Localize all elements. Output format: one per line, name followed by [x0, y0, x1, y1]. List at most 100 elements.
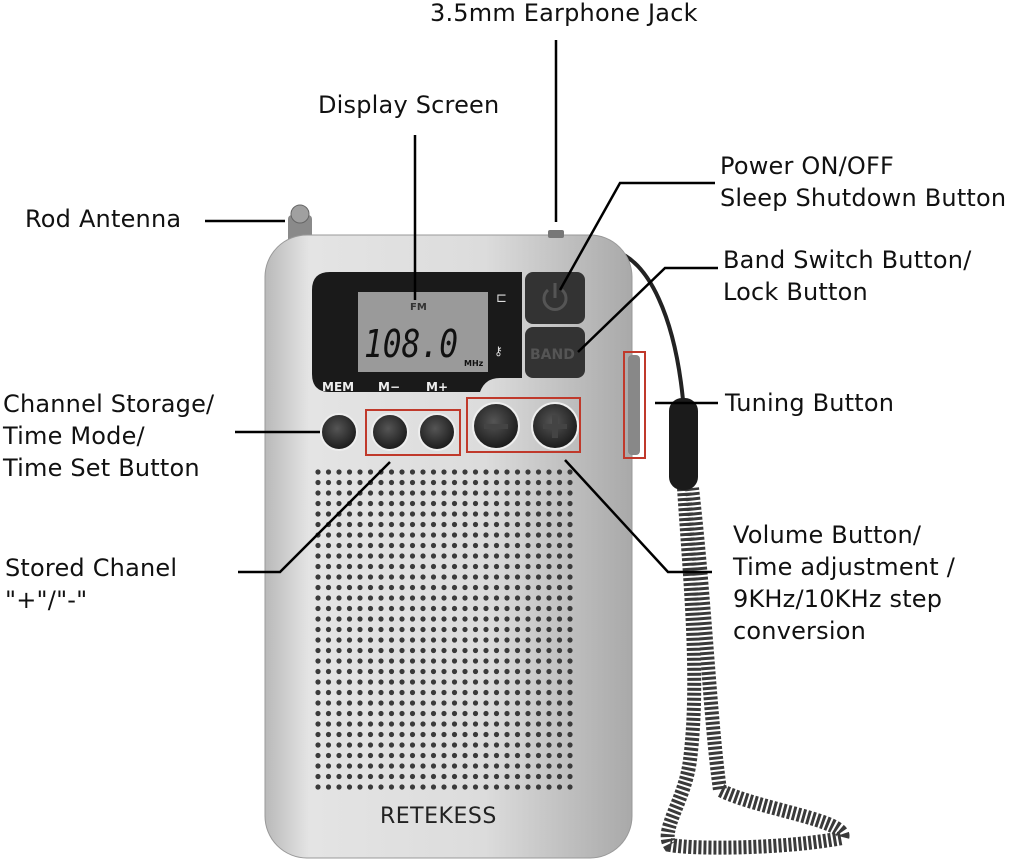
speaker-hole [567, 563, 573, 570]
mem-button[interactable] [320, 413, 358, 451]
speaker-hole [462, 584, 468, 591]
speaker-hole [357, 521, 363, 528]
speaker-hole [315, 584, 321, 591]
speaker-hole [336, 710, 342, 717]
speaker-hole [325, 742, 332, 748]
speaker-hole [493, 647, 500, 654]
speaker-hole [514, 605, 521, 612]
speaker-hole [441, 584, 447, 591]
speaker-hole [409, 658, 416, 664]
speaker-hole [514, 679, 521, 685]
speaker-hole [504, 700, 510, 706]
tuning-button[interactable] [628, 355, 640, 455]
speaker-hole [367, 679, 374, 685]
band-button[interactable] [525, 327, 585, 378]
speaker-hole [504, 731, 510, 738]
speaker-hole [546, 511, 552, 517]
speaker-hole [504, 773, 510, 780]
speaker-hole [399, 689, 405, 696]
speaker-hole [388, 511, 395, 517]
speaker-hole [451, 563, 458, 570]
speaker-hole [409, 700, 416, 706]
speaker-hole [378, 521, 384, 528]
speaker-hole [336, 490, 342, 496]
channel-storage-label: Channel Storage/ Time Mode/ Time Set But… [3, 388, 214, 484]
speaker-hole [567, 752, 573, 759]
speaker-hole [504, 605, 510, 612]
speaker-hole [378, 721, 384, 727]
speaker-hole [451, 553, 458, 559]
speaker-hole [315, 637, 321, 643]
speaker-hole [420, 542, 426, 549]
speaker-hole [325, 773, 332, 780]
speaker-hole [315, 490, 321, 496]
speaker-hole [336, 584, 342, 591]
speaker-hole [535, 700, 542, 706]
speaker-hole [325, 689, 332, 696]
speaker-hole [493, 721, 500, 727]
speaker-hole [420, 763, 426, 769]
speaker-hole [378, 658, 384, 664]
speaker-hole [504, 626, 510, 633]
m-minus-button[interactable] [371, 413, 409, 451]
speaker-hole [535, 658, 542, 664]
speaker-hole [472, 647, 479, 654]
speaker-hole [399, 574, 405, 580]
speaker-hole [388, 595, 395, 601]
speaker-hole [525, 710, 531, 717]
speaker-hole [315, 700, 321, 706]
speaker-hole [451, 511, 458, 517]
speaker-hole [367, 637, 374, 643]
speaker-hole [388, 500, 395, 507]
speaker-hole [504, 521, 510, 528]
speaker-hole [525, 668, 531, 675]
speaker-hole [325, 731, 332, 738]
speaker-hole [315, 773, 321, 780]
speaker-hole [420, 689, 426, 696]
speaker-hole [388, 553, 395, 559]
speaker-hole [441, 773, 447, 780]
speaker-hole [325, 647, 332, 654]
speaker-hole [367, 710, 374, 717]
wrist-strap [660, 487, 850, 855]
speaker-hole [430, 731, 437, 738]
speaker-hole [567, 763, 573, 769]
speaker-hole [504, 563, 510, 570]
speaker-hole [388, 710, 395, 717]
speaker-hole [472, 710, 479, 717]
speaker-hole [462, 574, 468, 580]
speaker-hole [567, 721, 573, 727]
speaker-hole [567, 511, 573, 517]
speaker-hole [546, 637, 552, 643]
speaker-hole [567, 731, 573, 738]
speaker-hole [409, 469, 416, 475]
speaker-hole [430, 773, 437, 780]
speaker-hole [430, 584, 437, 591]
speaker-hole [378, 490, 384, 496]
speaker-hole [357, 668, 363, 675]
speaker-hole [336, 637, 342, 643]
speaker-hole [336, 542, 342, 549]
speaker-hole [535, 574, 542, 580]
speaker-hole [336, 668, 342, 675]
speaker-hole [315, 710, 321, 717]
speaker-hole [535, 773, 542, 780]
speaker-hole [367, 532, 374, 538]
speaker-hole [514, 710, 521, 717]
speaker-hole [493, 773, 500, 780]
channel-storage-line: Time Set Button [3, 454, 200, 482]
speaker-hole [420, 679, 426, 685]
speaker-hole [430, 500, 437, 507]
speaker-hole [315, 689, 321, 696]
speaker-hole [493, 626, 500, 633]
speaker-hole [420, 479, 426, 486]
speaker-hole [462, 721, 468, 727]
speaker-hole [357, 553, 363, 559]
m-plus-button[interactable] [418, 413, 456, 451]
speaker-hole [525, 647, 531, 654]
speaker-hole [535, 479, 542, 486]
speaker-hole [441, 784, 447, 790]
speaker-hole [556, 553, 563, 559]
speaker-hole [420, 500, 426, 507]
